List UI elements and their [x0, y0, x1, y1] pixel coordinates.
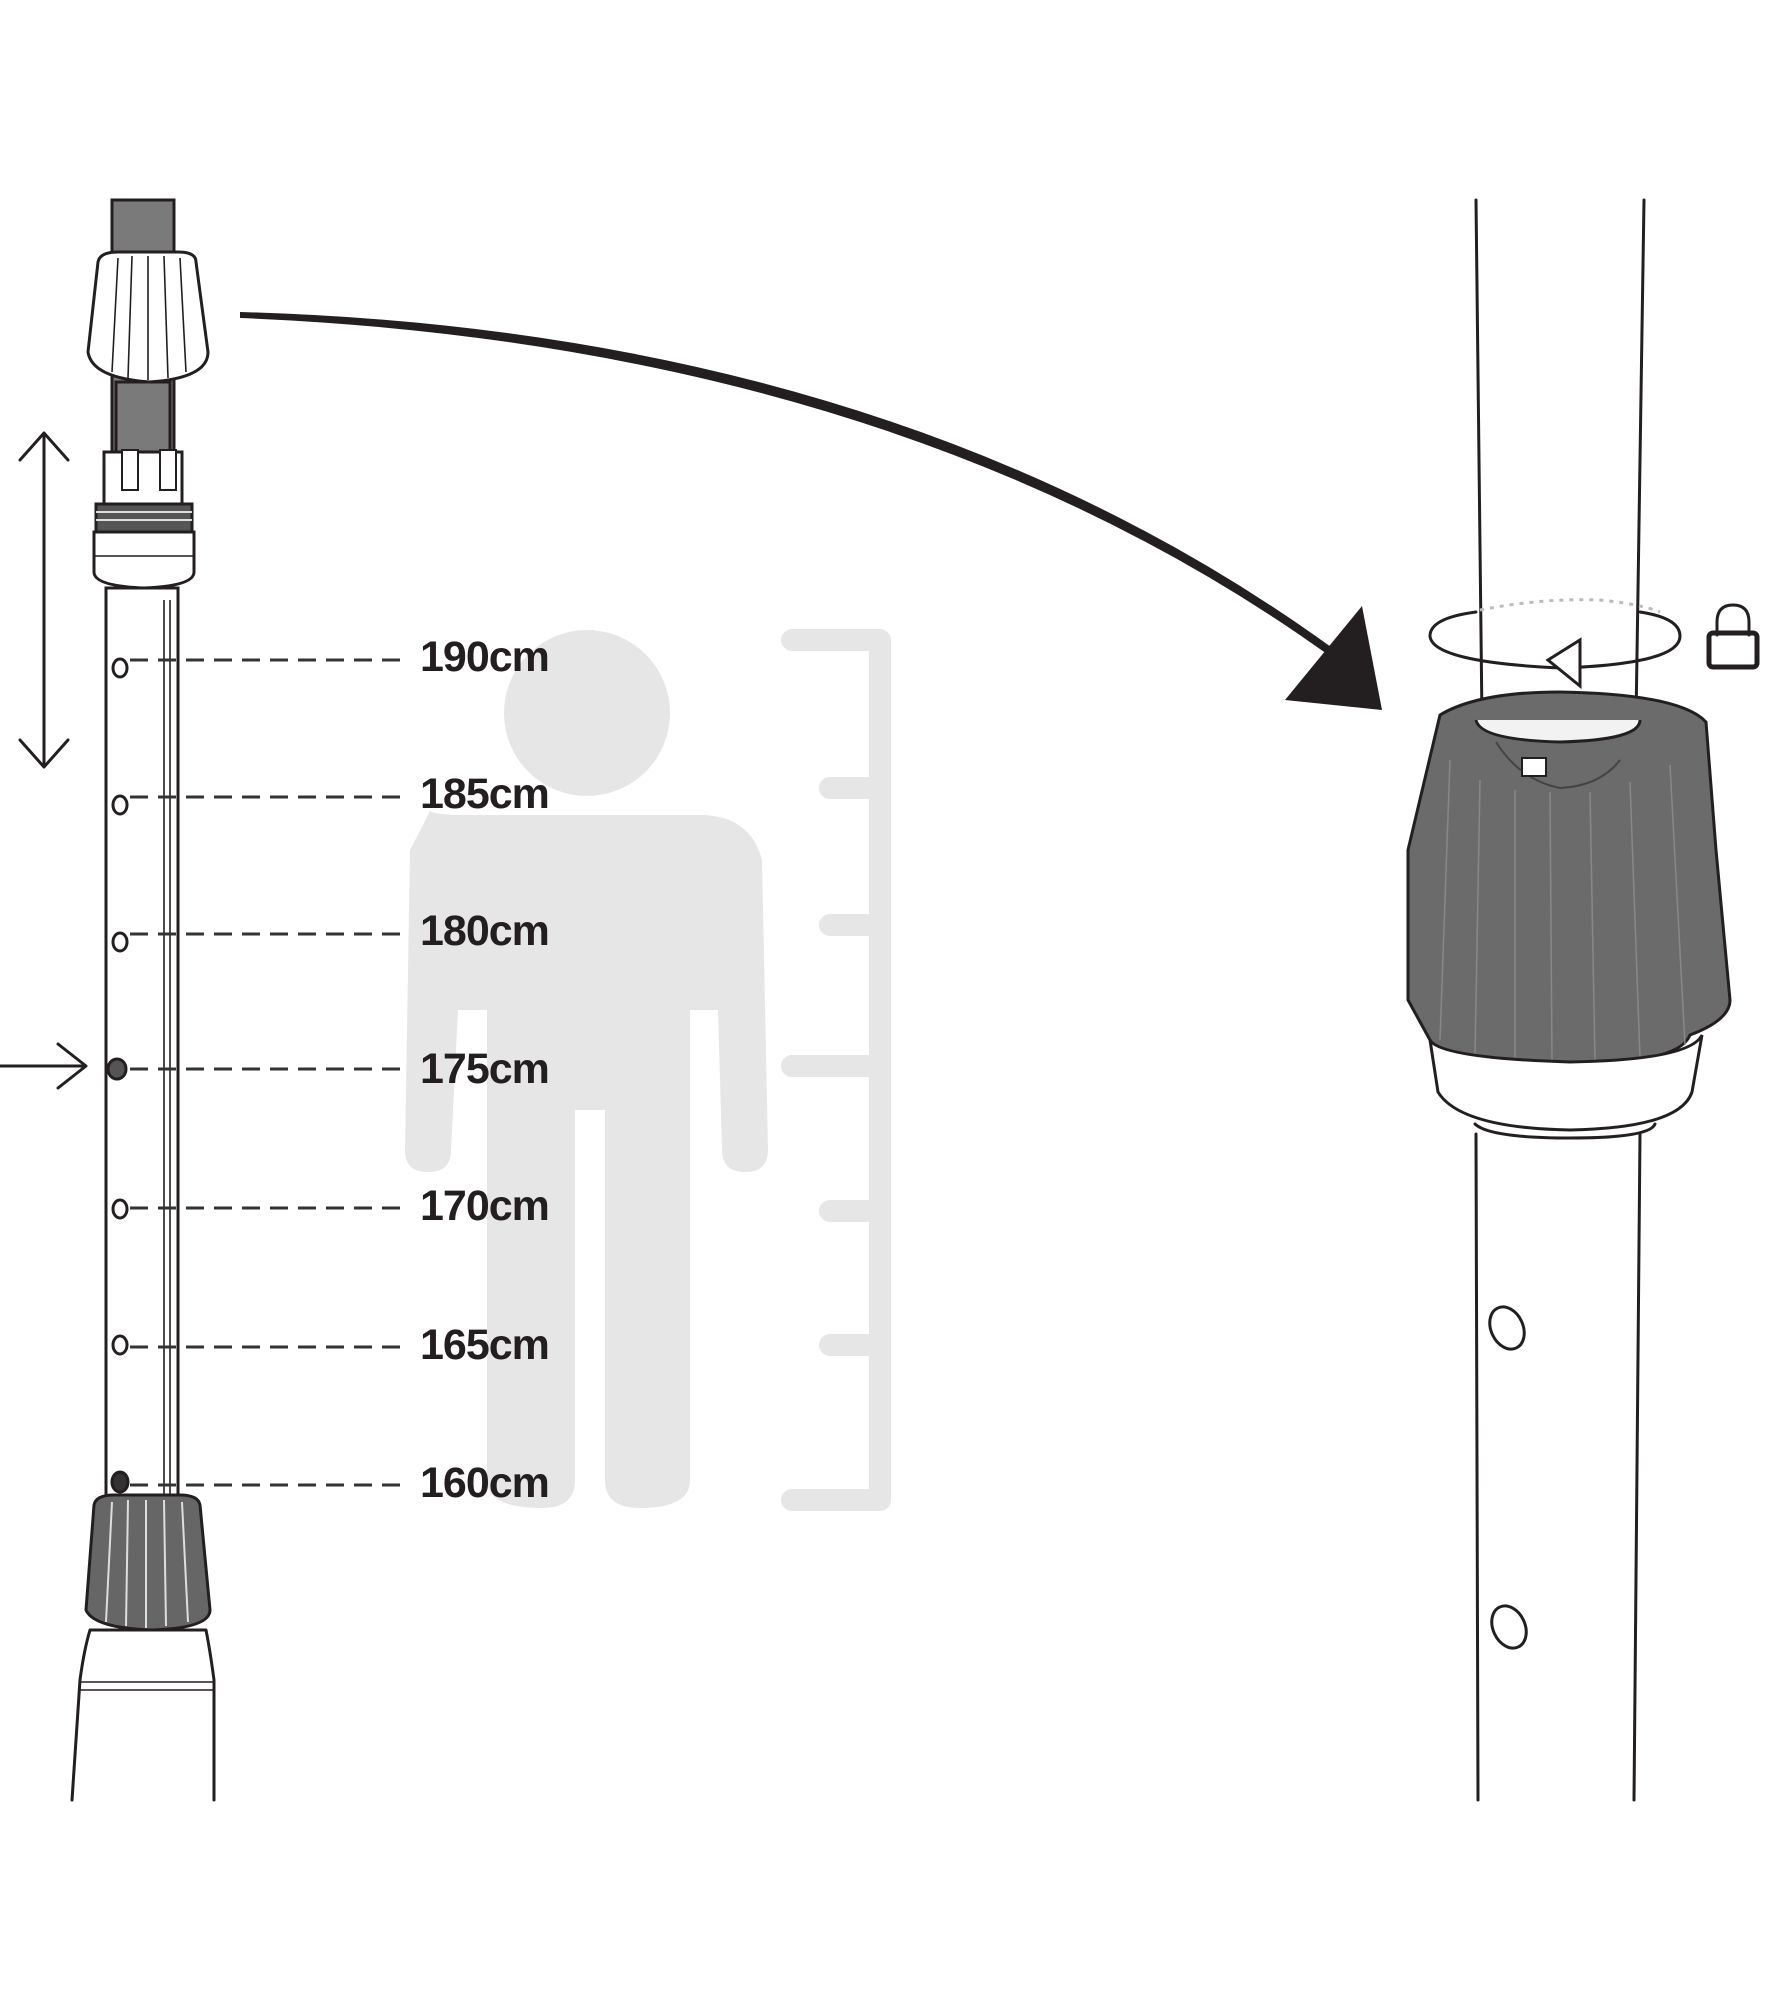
curved-arrow-icon [240, 312, 1382, 710]
padlock-icon [1706, 603, 1760, 670]
height-label-180: 180cm [420, 907, 549, 955]
height-label-170: 170cm [420, 1182, 549, 1230]
pole-detail-zoom [1406, 198, 1760, 1802]
height-label-175: 175cm [420, 1045, 549, 1093]
double-arrow-icon [18, 431, 70, 769]
height-guides: 190cm 185cm 180cm 175cm 170cm 165cm 160c… [130, 633, 550, 1507]
height-label-160: 160cm [420, 1459, 549, 1507]
height-label-165: 165cm [420, 1321, 549, 1369]
person-silhouette [405, 630, 768, 1508]
height-scale-bracket [781, 629, 891, 1511]
height-label-190: 190cm [420, 633, 549, 681]
telescopic-pole [70, 198, 216, 1802]
right-arrow-icon [0, 1042, 88, 1090]
height-label-185: 185cm [420, 770, 549, 818]
